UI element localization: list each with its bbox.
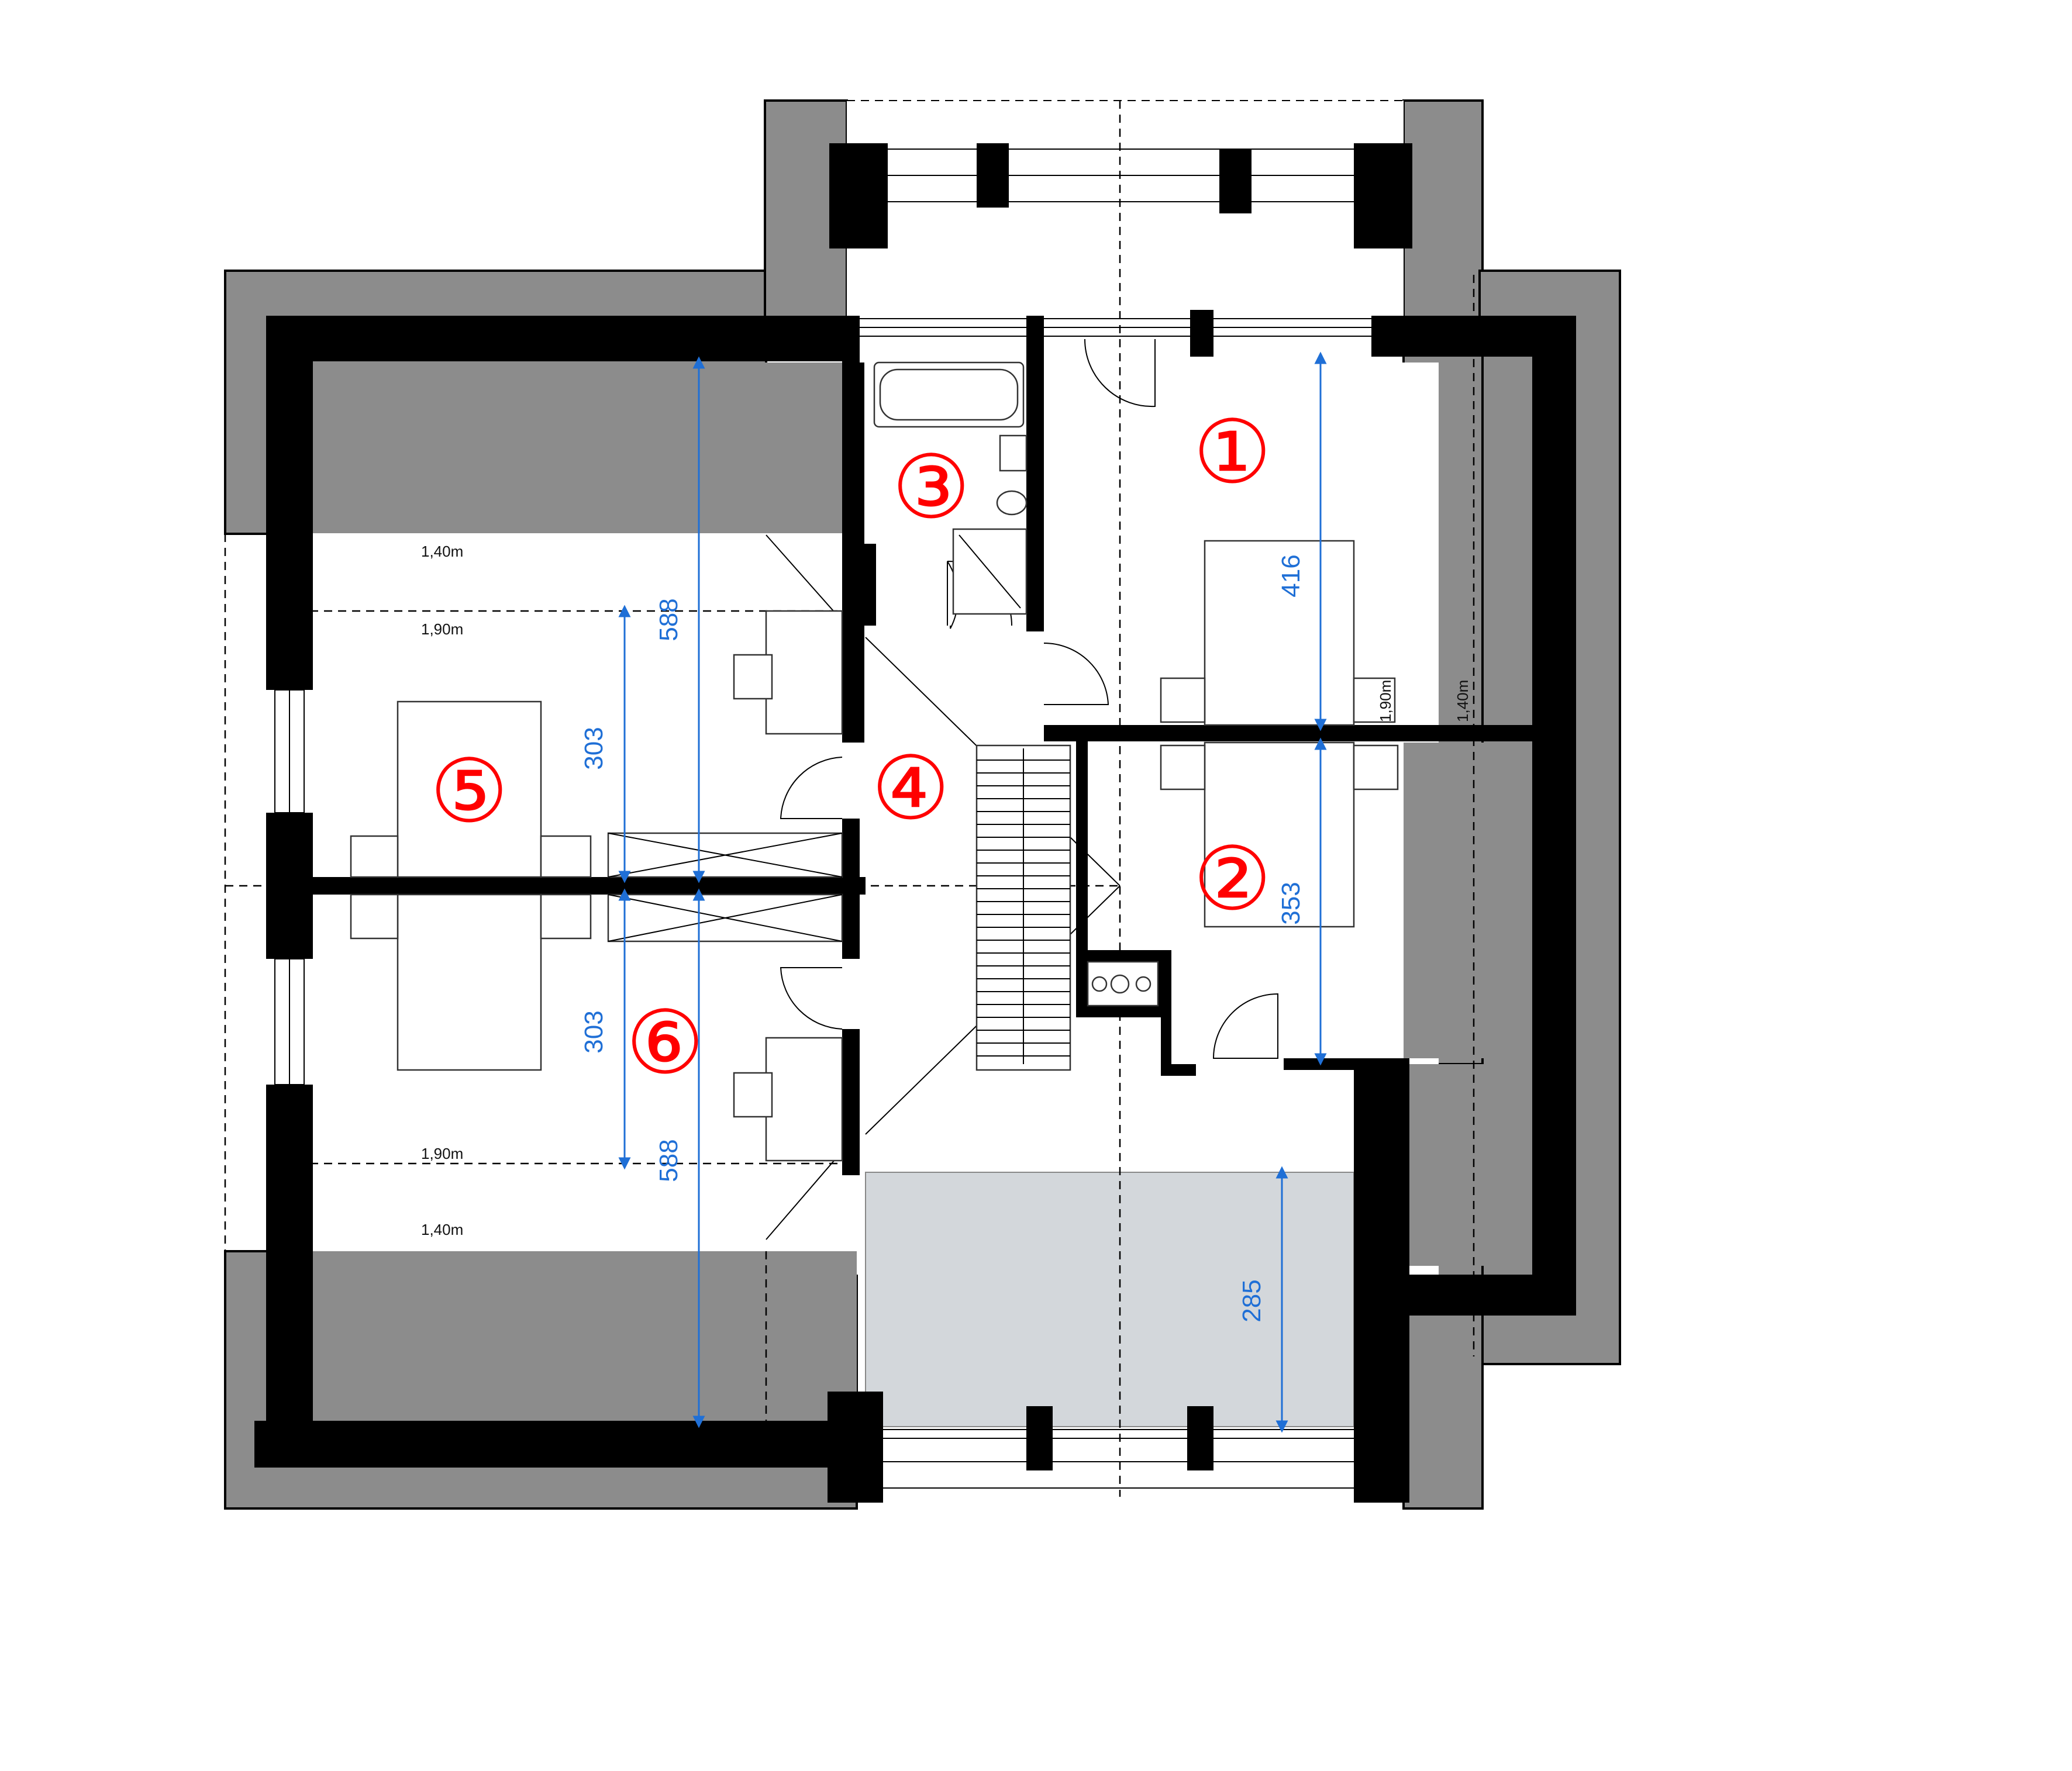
dim-room5-depth: 303 [580,727,608,769]
dim-room6-depth: 303 [580,1010,608,1053]
height-left-top-inner: 1,90m [421,620,463,638]
room-number-6: ⑥ [626,992,704,1094]
left-windows [274,689,305,1085]
dimension-lines [618,351,1327,1433]
furniture [350,540,1399,1162]
dim-left-lower-depth: 588 [654,1139,683,1182]
top-balcony [847,149,1404,337]
room-number-4: ④ [871,738,950,840]
height-right-inner: 1,90m [1377,680,1394,722]
dim-room2-depth: 353 [1277,882,1305,924]
terrace-floor [865,1172,1354,1427]
height-left-top-outer: 1,40m [421,543,463,560]
dim-terrace-depth: 285 [1237,1279,1266,1322]
bottom-terrace-railing [883,1429,1354,1489]
room-number-5: ⑤ [430,741,508,843]
room-number-3: ③ [892,437,970,538]
room-number-1: ① [1193,402,1271,503]
dim-left-upper-depth: 588 [654,598,683,641]
dim-room1-depth: 416 [1277,554,1305,597]
staircase [975,744,1071,1071]
bathroom-fixtures [873,361,1028,615]
height-left-bottom-outer: 1,40m [421,1221,463,1238]
room-number-2: ② [1193,828,1271,930]
height-left-bottom-inner: 1,90m [421,1145,463,1162]
height-right-outer: 1,40m [1454,680,1471,722]
